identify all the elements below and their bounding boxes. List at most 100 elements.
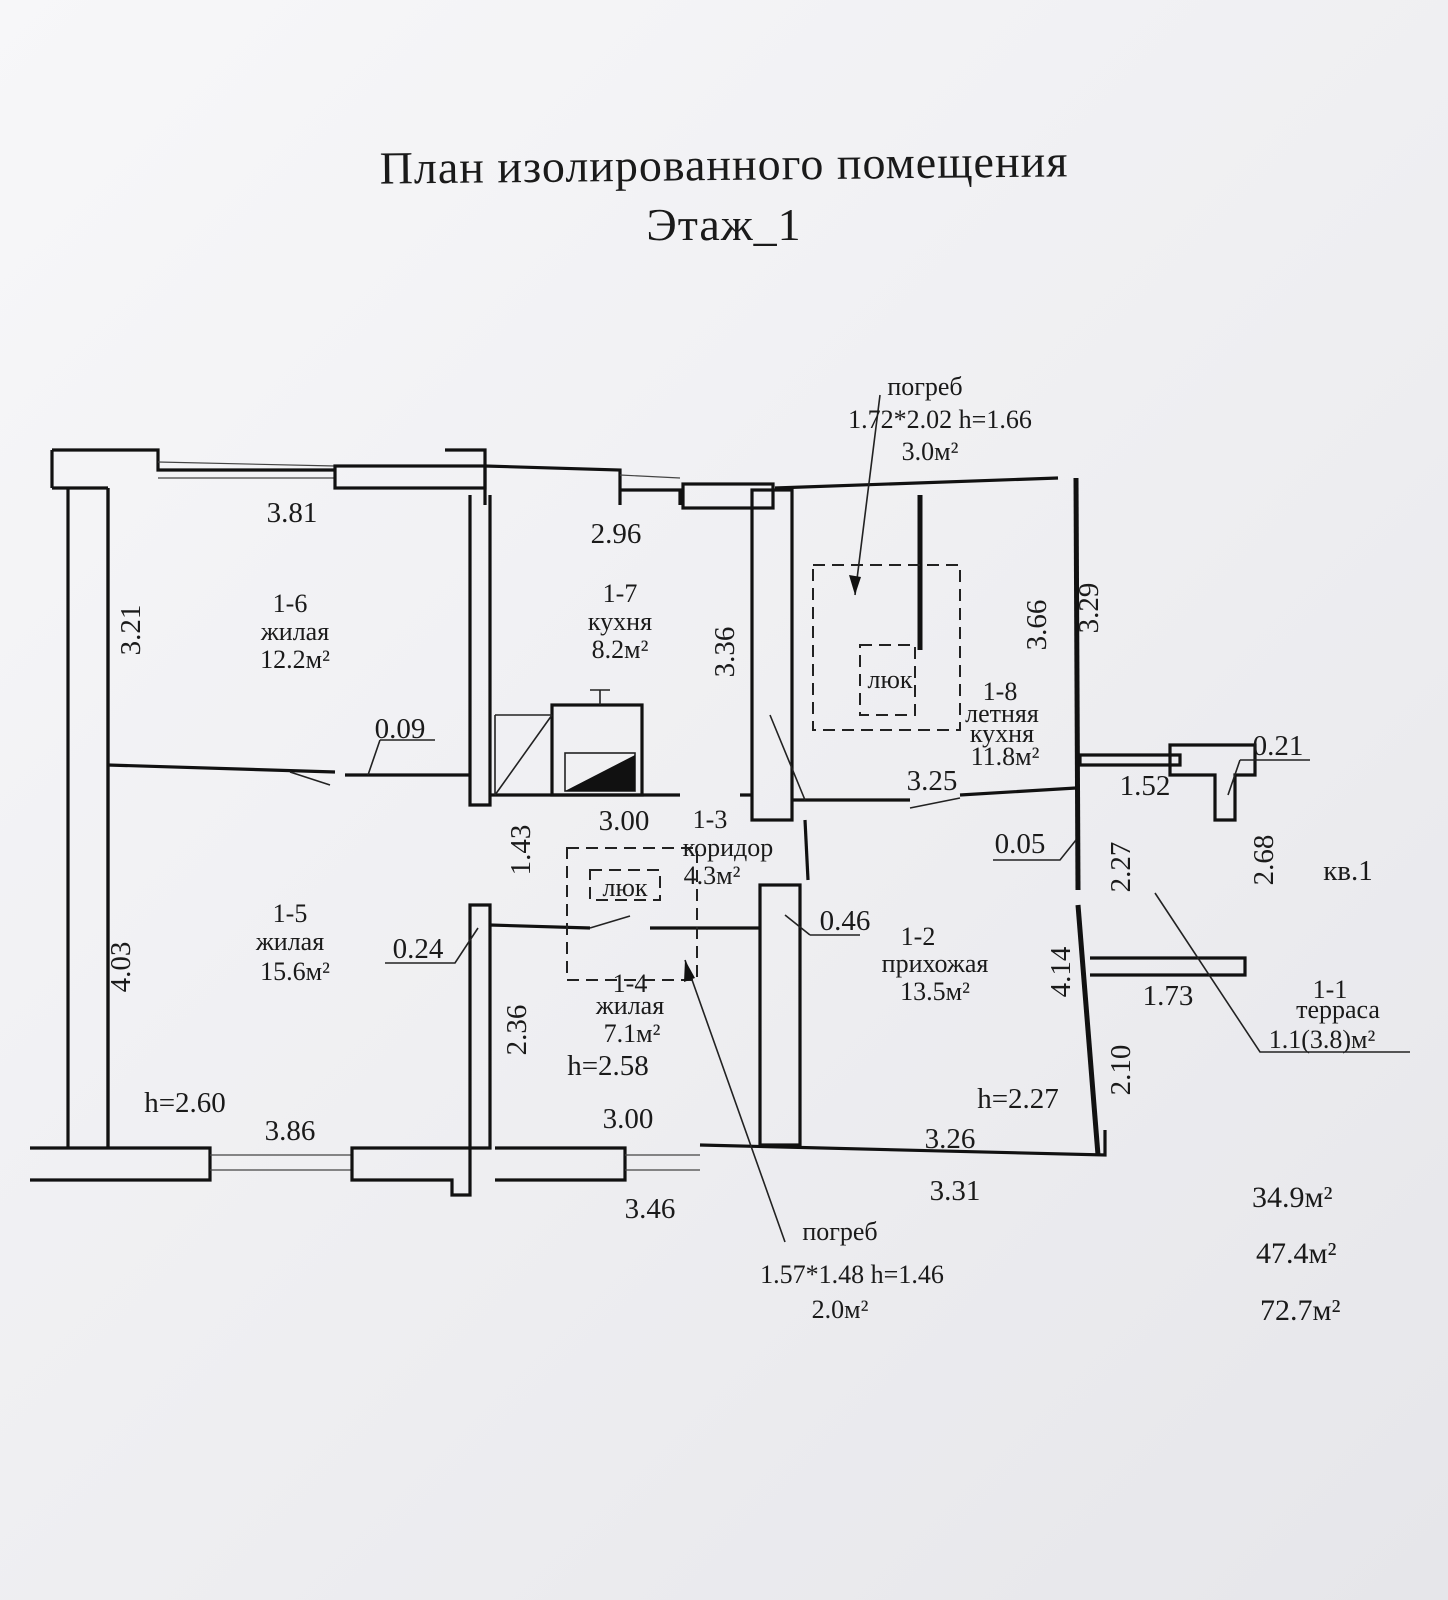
dim-173: 1.73 — [1143, 980, 1194, 1012]
wall-18-12 — [792, 786, 1077, 802]
dim-210: 2.10 — [1105, 1045, 1137, 1096]
room-name: терраса — [1296, 995, 1380, 1024]
room-id: 1-3 — [693, 805, 728, 834]
room-name: жилая — [260, 617, 329, 646]
room-area: 11.8м² — [971, 742, 1040, 771]
hatch-outline-14 — [589, 869, 661, 901]
dim-366: 3.66 — [1021, 600, 1053, 651]
dim-329: 3.29 — [1073, 583, 1105, 634]
room-1-6-label: 1-6 жилая 12.2м² — [260, 589, 330, 674]
wall-right-upper — [1073, 477, 1081, 891]
terrace-structure — [1078, 743, 1257, 977]
dim-414: 4.14 — [1045, 946, 1077, 997]
wall-pier-top — [681, 482, 775, 510]
dim-009: 0.09 — [375, 713, 426, 745]
wall-top-summer-kitchen — [774, 476, 1059, 490]
dim-386: 3.86 — [265, 1115, 316, 1147]
cellar-bottom-label: погреб 1.57*1.48 h=1.46 2.0м² люк — [602, 873, 943, 1324]
room-1-7-label: 1-7 кухня 8.2м² — [588, 579, 652, 664]
room-1-2-label: 1-2 прихожая 13.5м² — [882, 922, 989, 1006]
dim-381: 3.81 — [267, 497, 318, 529]
cellar-dims: 1.72*2.02 h=1.66 — [848, 405, 1032, 434]
room-1-3-label: 1-3 коридор 4.3м² — [683, 805, 773, 890]
leader-024 — [385, 927, 479, 964]
dim-325: 3.25 — [907, 765, 958, 797]
total-area-2: 47.4м² — [1256, 1237, 1336, 1270]
cellar-area: 2.0м² — [812, 1295, 869, 1324]
cellar-dims: 1.57*1.48 h=1.46 — [760, 1260, 944, 1289]
wall-top-kitchen — [484, 464, 682, 505]
total-area-3: 72.7м² — [1260, 1294, 1340, 1327]
stove-icon — [494, 689, 644, 797]
dim-268: 2.68 — [1248, 835, 1280, 886]
wall-bottom-mid — [495, 1146, 627, 1182]
cellar-outline-14 — [566, 847, 698, 981]
window-bottom-mid — [625, 1154, 700, 1171]
room-area: 8.2м² — [592, 635, 649, 664]
room-area: 7.1м² — [604, 1019, 661, 1048]
room-area: 1.1(3.8)м² — [1269, 1025, 1376, 1054]
wall-stub — [803, 819, 810, 881]
floor-label: Этаж_1 — [646, 199, 802, 250]
dim-046: 0.46 — [820, 905, 871, 937]
dim-005: 0.05 — [995, 828, 1046, 860]
room-name-2: кухня — [970, 719, 1034, 748]
dim-143: 1.43 — [505, 825, 537, 876]
dim-300-bottom: 3.00 — [603, 1103, 654, 1135]
room-name: прихожая — [882, 949, 989, 978]
outer-walls — [30, 448, 1107, 1197]
door-13-14 — [589, 915, 631, 929]
room-name: коридор — [683, 833, 773, 862]
room-name: кухня — [588, 607, 652, 636]
dim-227: 2.27 — [1105, 842, 1137, 893]
terrace-post — [1168, 743, 1257, 822]
leader-cellar-bottom — [684, 959, 786, 1243]
leader-terrace — [1154, 892, 1410, 1053]
room-id: 1-8 — [983, 677, 1018, 706]
wall-16-17 — [468, 495, 492, 807]
wall-left — [66, 488, 110, 1148]
wall-corner-top — [445, 448, 487, 505]
room-id: 1-2 — [901, 922, 936, 951]
cellar-top-label: погреб 1.72*2.02 h=1.66 3.0м² люк — [848, 372, 1032, 694]
room-name: жилая — [595, 991, 664, 1020]
dimension-labels: 3.81 2.96 3.21 3.36 3.66 3.29 0.09 3.25 … — [105, 497, 1303, 1225]
window-top-left — [157, 461, 336, 479]
room-1-4-label: 1-4 жилая 7.1м² — [595, 969, 664, 1048]
leader-corridor — [769, 714, 806, 801]
door-18-12 — [909, 797, 961, 809]
room-id: 1-1 — [1313, 975, 1348, 1004]
wall-left-top — [50, 448, 335, 1148]
room-area: 4.3м² — [684, 861, 741, 890]
leader-009 — [367, 739, 435, 776]
dim-403: 4.03 — [105, 942, 137, 993]
dim-024: 0.24 — [393, 933, 444, 965]
wall-14-12 — [758, 883, 802, 1147]
room-1-8-label: 1-8 летняя кухня 11.8м² — [965, 677, 1039, 771]
wall-15-14 — [468, 903, 492, 1150]
hatch-label: люк — [867, 665, 912, 694]
dim-021: 0.21 — [1253, 730, 1304, 762]
dim-152: 1.52 — [1120, 770, 1171, 802]
dim-331: 3.31 — [930, 1175, 981, 1207]
room-area: 12.2м² — [260, 645, 330, 674]
room-name: жилая — [255, 927, 324, 956]
height-room-14: h=2.58 — [567, 1050, 649, 1082]
total-area-1: 34.9м² — [1252, 1181, 1332, 1214]
room-area: 13.5м² — [900, 977, 970, 1006]
wall-16-15 — [107, 763, 470, 777]
cellar-title: погреб — [887, 372, 962, 401]
cellar-area: 3.0м² — [902, 437, 959, 466]
room-1-1-label: 1-1 терраса 1.1(3.8)м² — [1269, 975, 1381, 1054]
apartment-label: кв.1 — [1323, 855, 1373, 887]
window-bottom-left — [210, 1154, 352, 1171]
hatch-outline-18 — [859, 644, 916, 716]
dim-321: 3.21 — [115, 605, 147, 656]
height-room-15: h=2.60 — [144, 1087, 226, 1119]
leader-021 — [1227, 759, 1310, 796]
wall-right-lower — [1075, 904, 1101, 1156]
room-id: 1-5 — [273, 899, 308, 928]
room-id: 1-6 — [273, 589, 308, 618]
